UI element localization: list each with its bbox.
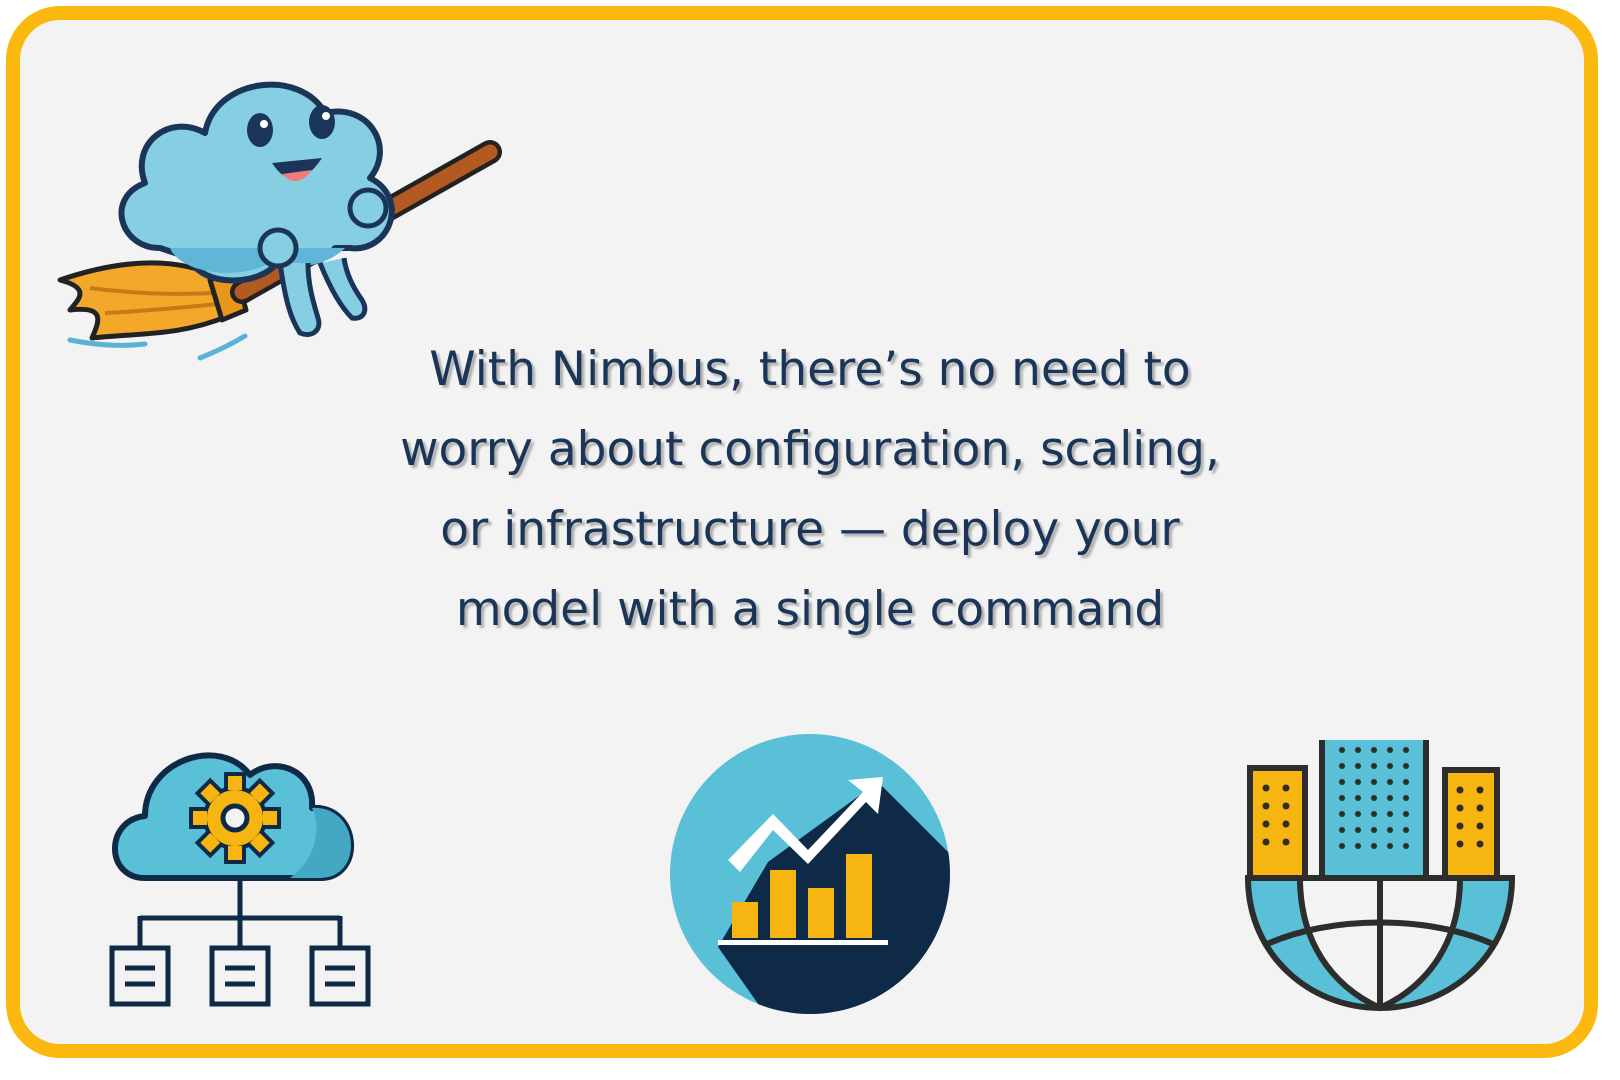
headline-line-1: With Nimbus, there’s no need to [429,342,1191,397]
headline-line-2: worry about configuration, scaling, [400,422,1220,477]
cloud-on-broom-mascot-icon [57,81,502,361]
headline: With Nimbus, there’s no need to worry ab… [300,330,1320,650]
headline-line-4: model with a single command [455,582,1165,637]
headline-line-3: or infrastructure — deploy your [440,502,1180,557]
growth-chart-icon [670,734,950,1014]
city-globe-icon [1244,740,1516,1012]
cloud-gear-network-icon [109,752,371,1007]
